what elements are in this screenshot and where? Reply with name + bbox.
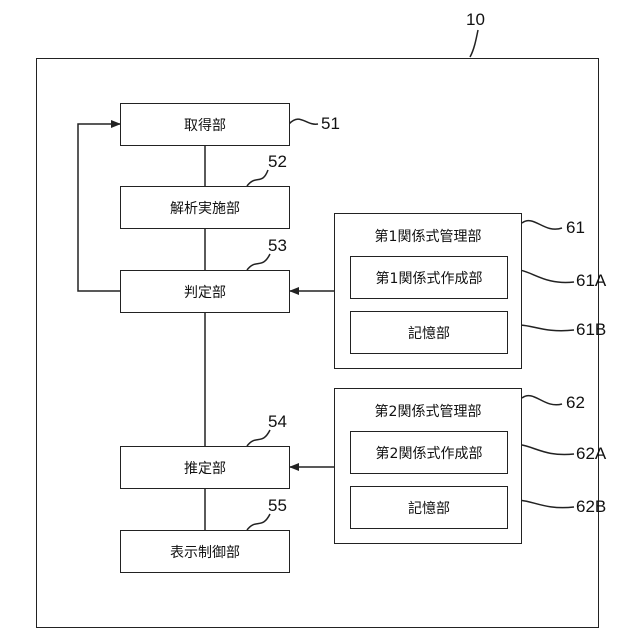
ref-53: 53 bbox=[268, 236, 287, 256]
leader-53 bbox=[247, 254, 270, 270]
block-estimation-label: 推定部 bbox=[184, 458, 226, 478]
ref-55: 55 bbox=[268, 496, 287, 516]
leader-54 bbox=[247, 430, 270, 446]
ref-62: 62 bbox=[566, 393, 585, 413]
ref-10: 10 bbox=[466, 10, 485, 30]
block-display-control-label: 表示制御部 bbox=[170, 542, 240, 562]
block-second-storage-label: 記憶部 bbox=[408, 498, 450, 518]
ref-52: 52 bbox=[268, 152, 287, 172]
block-display-control: 表示制御部 bbox=[120, 530, 290, 573]
ref-54: 54 bbox=[268, 412, 287, 432]
ref-51: 51 bbox=[321, 114, 340, 134]
group-second-relation-manager-title: 第2関係式管理部 bbox=[335, 401, 521, 421]
block-acquisition: 取得部 bbox=[120, 103, 290, 146]
block-first-storage-label: 記憶部 bbox=[408, 323, 450, 343]
block-analysis: 解析実施部 bbox=[120, 186, 290, 229]
block-second-relation-creator: 第2関係式作成部 bbox=[350, 431, 508, 474]
leader-55 bbox=[247, 514, 270, 530]
ref-61B: 61B bbox=[576, 320, 606, 340]
leader-51 bbox=[289, 119, 318, 124]
leader-52 bbox=[247, 170, 268, 186]
block-first-relation-creator-label: 第1関係式作成部 bbox=[376, 268, 483, 288]
group-first-relation-manager: 第1関係式管理部 第1関係式作成部 記憶部 bbox=[334, 213, 522, 369]
block-acquisition-label: 取得部 bbox=[184, 115, 226, 135]
leader-10 bbox=[470, 30, 478, 57]
leader-62 bbox=[522, 396, 562, 405]
group-first-relation-manager-title: 第1関係式管理部 bbox=[335, 226, 521, 246]
block-first-relation-creator: 第1関係式作成部 bbox=[350, 256, 508, 299]
block-second-storage: 記憶部 bbox=[350, 486, 508, 529]
ref-61: 61 bbox=[566, 218, 585, 238]
feedback-arrow bbox=[78, 124, 121, 291]
leader-61 bbox=[522, 221, 562, 230]
block-second-relation-creator-label: 第2関係式作成部 bbox=[376, 443, 483, 463]
group-second-relation-manager: 第2関係式管理部 第2関係式作成部 記憶部 bbox=[334, 388, 522, 544]
block-analysis-label: 解析実施部 bbox=[170, 198, 240, 218]
block-first-storage: 記憶部 bbox=[350, 311, 508, 354]
ref-62A: 62A bbox=[576, 444, 606, 464]
block-estimation: 推定部 bbox=[120, 446, 290, 489]
ref-61A: 61A bbox=[576, 271, 606, 291]
ref-62B: 62B bbox=[576, 497, 606, 517]
block-judgment-label: 判定部 bbox=[184, 282, 226, 302]
block-judgment: 判定部 bbox=[120, 270, 290, 313]
